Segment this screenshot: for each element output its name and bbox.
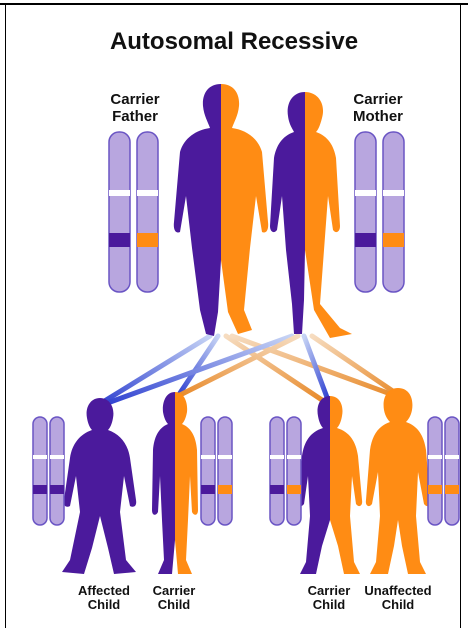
chromosome [33, 417, 47, 525]
allele-band-unaffected [445, 485, 459, 494]
chromosome-centromere [445, 455, 459, 459]
carrier-child-2-half-unaffected [330, 396, 362, 574]
allele-band-unaffected [428, 485, 442, 494]
mother-chromosome-pair [355, 132, 404, 292]
carrier-child-2-figure [298, 396, 362, 574]
chromosome-centromere [50, 455, 64, 459]
carrier-child-1-figure [152, 392, 198, 574]
father-chromosome-pair [109, 132, 158, 292]
allele-band-affected [33, 485, 47, 494]
allele-band-unaffected [218, 485, 232, 494]
unaffected-child-silhouette [366, 388, 430, 574]
chromosome-centromere [383, 190, 404, 196]
carrier-child-2-chromosome-pair [270, 417, 301, 525]
father-half-affected [174, 84, 221, 336]
mother-half-unaffected [305, 92, 352, 338]
chromosome [445, 417, 459, 525]
carrier-child-1-half-unaffected [175, 392, 198, 574]
allele-band-affected [50, 485, 64, 494]
inheritance-lines [98, 336, 400, 405]
allele-band-affected [355, 233, 376, 247]
mother-half-affected [270, 92, 305, 334]
allele-band-affected [109, 233, 130, 247]
chromosome [355, 132, 376, 292]
father-half-unaffected [221, 84, 268, 334]
chromosome [109, 132, 130, 292]
carrier-child-1-half-affected [152, 392, 175, 574]
affected-child-silhouette [62, 398, 136, 574]
chromosome-centromere [33, 455, 47, 459]
chromosome [50, 417, 64, 525]
chromosome [287, 417, 301, 525]
chromosome [270, 417, 284, 525]
allele-band-unaffected [383, 233, 404, 247]
carrier-child-2-half-affected [298, 396, 330, 574]
unaffected-child-figure [366, 388, 430, 574]
allele-band-unaffected [137, 233, 158, 247]
chromosome [383, 132, 404, 292]
chromosome-centromere [428, 455, 442, 459]
mother-figure [270, 92, 352, 338]
chromosome-centromere [109, 190, 130, 196]
father-figure [174, 84, 268, 336]
affected-child-chromosome-pair [33, 417, 64, 525]
chromosome-centromere [218, 455, 232, 459]
chromosome [137, 132, 158, 292]
chromosome-centromere [355, 190, 376, 196]
chromosome-centromere [137, 190, 158, 196]
chromosome [428, 417, 442, 525]
allele-band-affected [270, 485, 284, 494]
affected-child-figure [62, 398, 136, 574]
allele-band-unaffected [287, 485, 301, 494]
chromosome-centromere [270, 455, 284, 459]
chromosome [201, 417, 215, 525]
unaffected-child-chromosome-pair [428, 417, 459, 525]
chromosome [218, 417, 232, 525]
chromosome-centromere [287, 455, 301, 459]
allele-band-affected [201, 485, 215, 494]
chromosome-centromere [201, 455, 215, 459]
carrier-child-1-chromosome-pair [201, 417, 232, 525]
